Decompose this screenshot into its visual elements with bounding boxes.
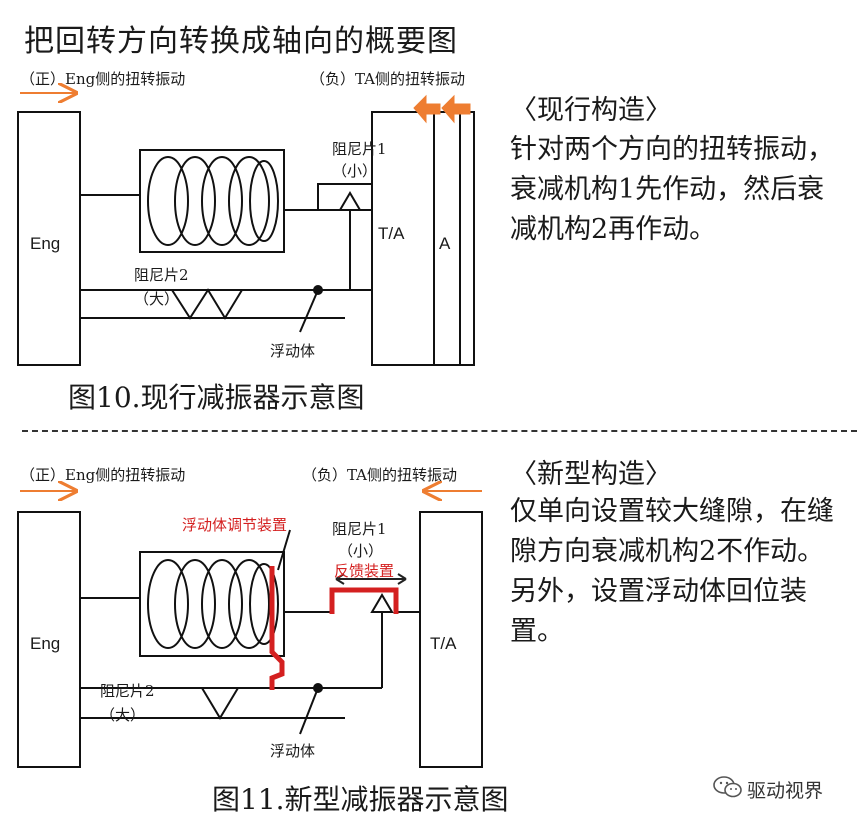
feedback-device [329,587,399,614]
float-label-2: 浮动体 [270,742,316,760]
eng-block [17,111,81,366]
gap-arrow-icon [335,573,407,585]
current-heading: 〈现行构造〉 [510,95,672,126]
section-divider [22,430,857,432]
page-title: 把回转方向转换成轴向的概要图 [24,24,458,59]
ta-label: T/A [378,224,405,243]
diagram-new [17,491,483,768]
ta-side-label-2: （负）TA侧的扭转振动 [302,466,458,484]
damper2-size: （大） [134,290,180,308]
damper1-size: （小） [332,162,378,180]
damper2-icon [171,288,243,320]
new-heading: 〈新型构造〉 [510,459,672,490]
eng-side-label: （正）Eng侧的扭转振动 [20,70,186,88]
new-body: 仅单向设置较大缝隙，在缝隙方向衰减机构2不作动。另外，设置浮动体回位装置。 [510,496,834,647]
diagram-current [17,93,475,366]
ta-block-2 [419,511,483,768]
damper2-label: 阻尼片2 [134,266,189,284]
spring-icon [147,156,279,246]
float-adjust-device [269,566,285,690]
ta-side-label: （负）TA侧的扭转振动 [310,70,466,88]
damper2-label-2: 阻尼片2 [100,682,155,700]
feedback-label: 反馈装置 [334,562,395,580]
damper1-box [317,183,373,211]
eng-side-label-2: （正）Eng侧的扭转振动 [20,466,186,484]
spring-housing-2 [139,551,285,657]
eng-label: Eng [30,234,61,253]
damper2-size-2: （大） [100,706,146,724]
damper1-icon [338,191,362,211]
damper2-icon-2 [201,687,239,720]
eng-block-2 [17,511,81,768]
caption-current: 图10.现行减振器示意图 [68,381,365,414]
current-body: 针对两个方向的扭转振动，衰减机构1先作动，然后衰减机构2再作动。 [510,134,834,245]
damper1-icon-2 [370,593,394,613]
wechat-icon [713,776,742,798]
a-label: A [439,234,451,253]
eng-label-2: Eng [30,634,61,653]
ta-arrow-icon [413,94,441,124]
watermark: 驱动视界 [747,780,824,802]
float-leader-2 [299,687,319,735]
spring-housing [139,149,285,253]
damper1-label-2: 阻尼片1 [332,520,387,538]
float-adjust-label: 浮动体调节装置 [182,516,288,534]
spring-icon-2 [147,559,279,649]
ta-label-2: T/A [430,634,457,653]
ta-arrow-icon-2 [441,94,471,124]
float-leader [299,289,319,333]
caption-new: 图11.新型减振器示意图 [212,783,509,816]
damper1-label: 阻尼片1 [332,140,387,158]
float-label: 浮动体 [270,342,316,360]
damper1-size-2: （小） [338,542,384,560]
